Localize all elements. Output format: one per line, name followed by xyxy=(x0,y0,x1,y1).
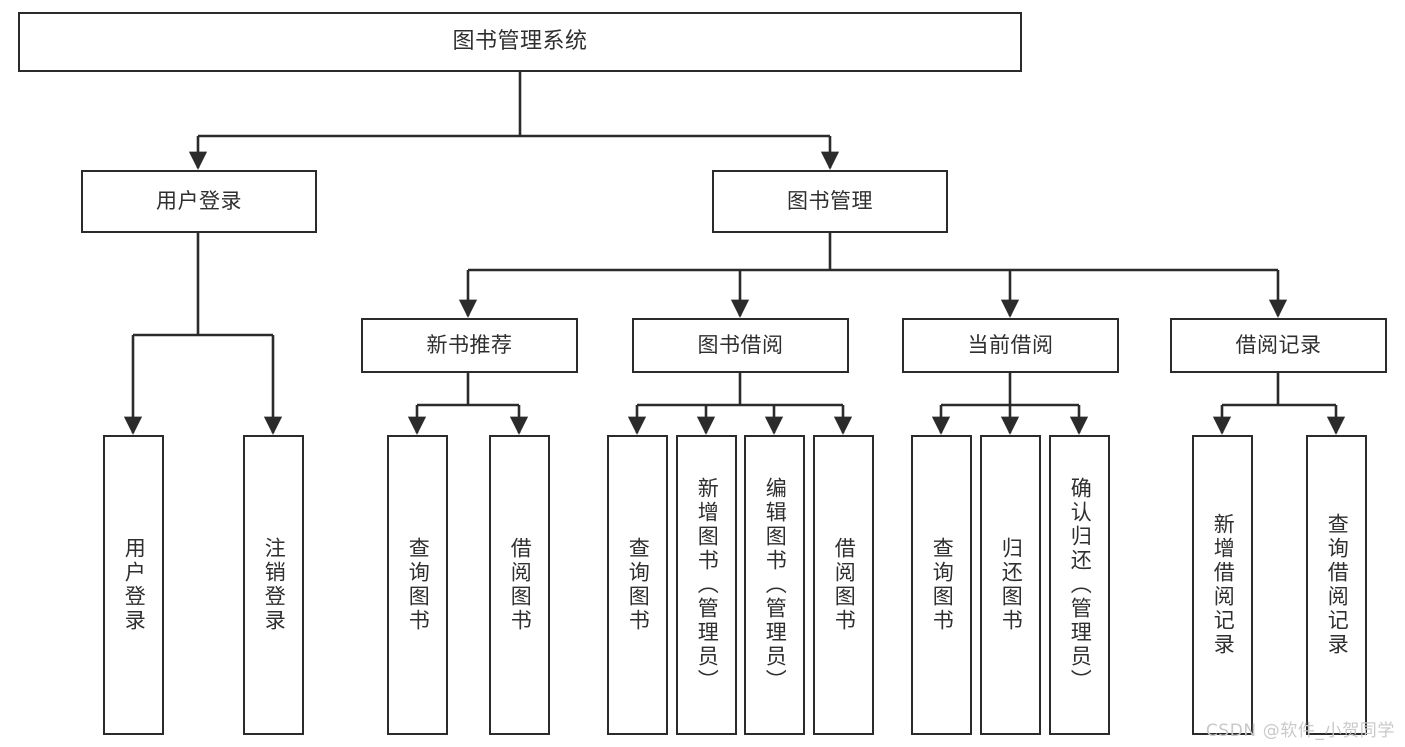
node-current-borrow[interactable]: 当前借阅 xyxy=(902,318,1119,373)
node-leaf-user-login[interactable]: 用户登录 xyxy=(103,435,164,735)
node-label: 查询借阅记录 xyxy=(1325,513,1350,657)
node-label: 借阅图书 xyxy=(508,537,533,633)
node-label: 注销登录 xyxy=(262,537,287,633)
node-label: 确认归还（管理员） xyxy=(1068,477,1093,693)
node-label: 用户登录 xyxy=(156,189,242,214)
node-leaf-return-book[interactable]: 归还图书 xyxy=(980,435,1041,735)
node-leaf-logout-login[interactable]: 注销登录 xyxy=(243,435,304,735)
node-label: 图书管理 xyxy=(787,189,873,214)
node-label: 新增图书（管理员） xyxy=(695,477,720,693)
csdn-watermark: CSDN @软件_小贺同学 xyxy=(1205,721,1395,741)
node-root-book-management-system[interactable]: 图书管理系统 xyxy=(18,12,1022,72)
node-new-book-recommend[interactable]: 新书推荐 xyxy=(361,318,578,373)
node-leaf-edit-book[interactable]: 编辑图书（管理员） xyxy=(744,435,805,735)
node-leaf-query-record[interactable]: 查询借阅记录 xyxy=(1306,435,1367,735)
node-leaf-confirm-return[interactable]: 确认归还（管理员） xyxy=(1049,435,1110,735)
node-label: 查询图书 xyxy=(626,537,651,633)
node-label: 图书借阅 xyxy=(697,333,784,358)
node-leaf-query-book-3[interactable]: 查询图书 xyxy=(911,435,972,735)
node-label: 新书推荐 xyxy=(426,333,513,358)
node-leaf-borrow-book-1[interactable]: 借阅图书 xyxy=(489,435,550,735)
node-borrow-record[interactable]: 借阅记录 xyxy=(1170,318,1387,373)
node-label: 借阅图书 xyxy=(832,537,857,633)
node-leaf-borrow-book-2[interactable]: 借阅图书 xyxy=(813,435,874,735)
node-label: 当前借阅 xyxy=(967,333,1054,358)
node-label: 查询图书 xyxy=(930,537,955,633)
node-book-manage[interactable]: 图书管理 xyxy=(712,170,948,233)
node-label: 用户登录 xyxy=(122,537,147,633)
node-leaf-query-book-2[interactable]: 查询图书 xyxy=(607,435,668,735)
node-leaf-query-book-1[interactable]: 查询图书 xyxy=(387,435,448,735)
node-user-login[interactable]: 用户登录 xyxy=(81,170,317,233)
node-leaf-add-record[interactable]: 新增借阅记录 xyxy=(1192,435,1253,735)
node-label: 借阅记录 xyxy=(1235,333,1322,358)
node-label: 归还图书 xyxy=(999,537,1024,633)
node-leaf-add-book[interactable]: 新增图书（管理员） xyxy=(676,435,737,735)
node-label: 图书管理系统 xyxy=(452,29,588,55)
node-label: 新增借阅记录 xyxy=(1211,513,1236,657)
node-book-borrow[interactable]: 图书借阅 xyxy=(632,318,849,373)
node-label: 编辑图书（管理员） xyxy=(763,477,788,693)
node-label: 查询图书 xyxy=(406,537,431,633)
